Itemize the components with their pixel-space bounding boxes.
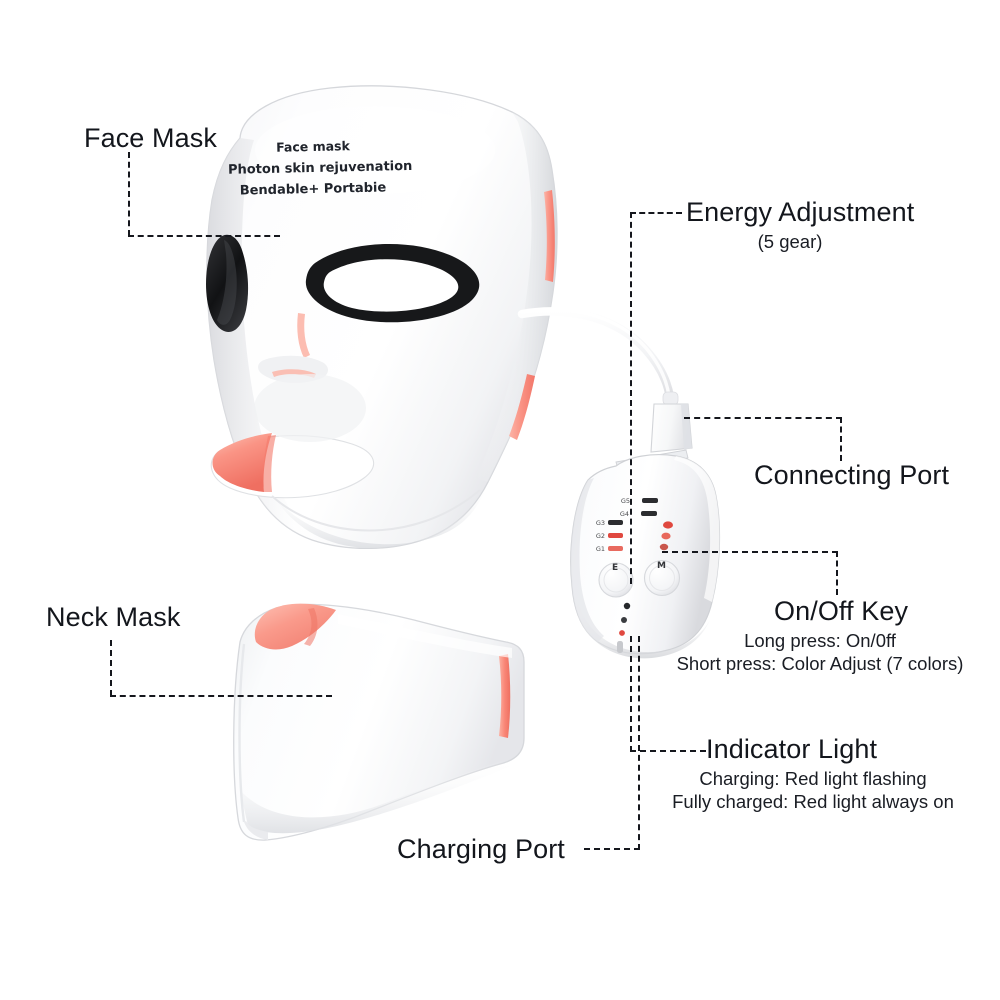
mask-nose-base-pink (272, 369, 316, 378)
mode-dot-1 (663, 521, 673, 529)
mode-dot-2 (661, 532, 671, 540)
leader-face-mask-horizontal (128, 235, 280, 237)
callout-energy-adjustment-title: Energy Adjustment (686, 197, 915, 227)
callout-connecting-port-title: Connecting Port (754, 460, 950, 490)
gear-tick-3 (608, 520, 623, 525)
mask-pink-strip-right-lower (509, 374, 535, 440)
connection-cable (517, 307, 675, 403)
controller-left-shading (570, 478, 604, 642)
mask-jaw-contour (271, 489, 481, 532)
mask-forehead-highlight (255, 106, 495, 194)
indicator-led-1 (623, 602, 631, 610)
gear-label-2: G2 (596, 532, 605, 540)
neck-bottom-notch (244, 821, 268, 840)
face-mask-illustration (180, 78, 600, 608)
gear-tick-2 (608, 533, 623, 538)
mask-nose-piece (206, 234, 249, 332)
callout-on-off-key-line-2: Short press: Color Adjust (7 colors) (676, 653, 964, 674)
neck-pink-flap-crease (304, 608, 318, 646)
callout-charging-port-title: Charging Port (397, 834, 565, 864)
leader-neck-mask-vertical (110, 640, 112, 696)
mask-nose-highlight (217, 240, 237, 325)
leader-indicator-vertical (630, 636, 632, 752)
energy-button-glyph: E (612, 563, 618, 573)
leader-face-mask-vertical (128, 152, 130, 236)
callout-face-mask-title: Face Mask (84, 123, 217, 153)
leader-charging-port-horizontal (584, 848, 640, 850)
leader-on-off-horizontal (662, 551, 838, 553)
callout-on-off-key-title: On/Off Key (774, 596, 909, 626)
callout-indicator-light-line-1: Charging: Red light flashing (699, 768, 927, 789)
gear-tick-1 (608, 546, 623, 551)
callout-neck-mask-title: Neck Mask (46, 602, 181, 632)
mask-eye-opening-inner (323, 259, 459, 312)
neck-mask-illustration (218, 600, 548, 852)
mask-nose-bridge-pink (297, 313, 310, 358)
callout-on-off-key-line-1: Long press: On/0ff (744, 630, 896, 651)
gear-label-4: G4 (620, 510, 629, 518)
leader-on-off-vertical (836, 551, 838, 595)
neck-pink-strip (499, 654, 511, 738)
controller-right-highlight (674, 456, 720, 602)
mask-print-line-3: Bendable+ Portabie (239, 180, 387, 199)
leader-connecting-port-vertical (840, 417, 842, 461)
gear-label-1: G1 (596, 545, 605, 553)
gear-tick-5 (642, 498, 658, 503)
leader-energy-vertical (630, 212, 632, 584)
gear-label-3: G3 (596, 519, 605, 527)
callout-indicator-light-title: Indicator Light (706, 734, 878, 764)
neck-top-highlight (338, 614, 512, 658)
cable-strain-relief (662, 391, 679, 406)
on-off-mode-button-ring (649, 565, 675, 591)
energy-adjustment-button-ring (603, 567, 629, 593)
controller-illustration: G5 G4 G3 G2 G1 E M (517, 280, 740, 660)
callout-indicator-light-line-2: Fully charged: Red light always on (672, 791, 954, 812)
mask-cheek-shadow (254, 374, 366, 442)
leader-charging-port-vertical (638, 636, 640, 850)
mask-mouth-pink-edge (263, 435, 276, 492)
neck-bottom-shading (240, 758, 512, 834)
leader-indicator-horizontal (630, 750, 706, 752)
mode-dot-3 (659, 543, 669, 551)
callout-energy-adjustment-subtitle: (5 gear) (757, 231, 823, 252)
mode-button-glyph: M (657, 561, 666, 571)
gear-tick-4 (641, 511, 657, 516)
mask-print-line-1: Face mask (275, 138, 350, 155)
mask-pink-strip-right-upper (544, 190, 555, 282)
indicator-led-2 (621, 617, 627, 623)
leader-energy-horizontal (630, 212, 682, 214)
neck-left-edge (238, 643, 246, 823)
indicator-led-3-charging (619, 630, 625, 636)
leader-connecting-port-horizontal (684, 417, 842, 419)
usb-connector-side (681, 404, 692, 450)
mask-mouth-pink-tab (212, 433, 272, 492)
charging-port-slot (617, 641, 623, 653)
connection-cable-highlight (520, 307, 671, 398)
mask-print-line-2: Photon skin rejuvenation (227, 158, 413, 178)
mask-right-shading (476, 112, 558, 482)
leader-neck-mask-horizontal (110, 695, 332, 697)
gear-label-5: G5 (621, 497, 630, 505)
